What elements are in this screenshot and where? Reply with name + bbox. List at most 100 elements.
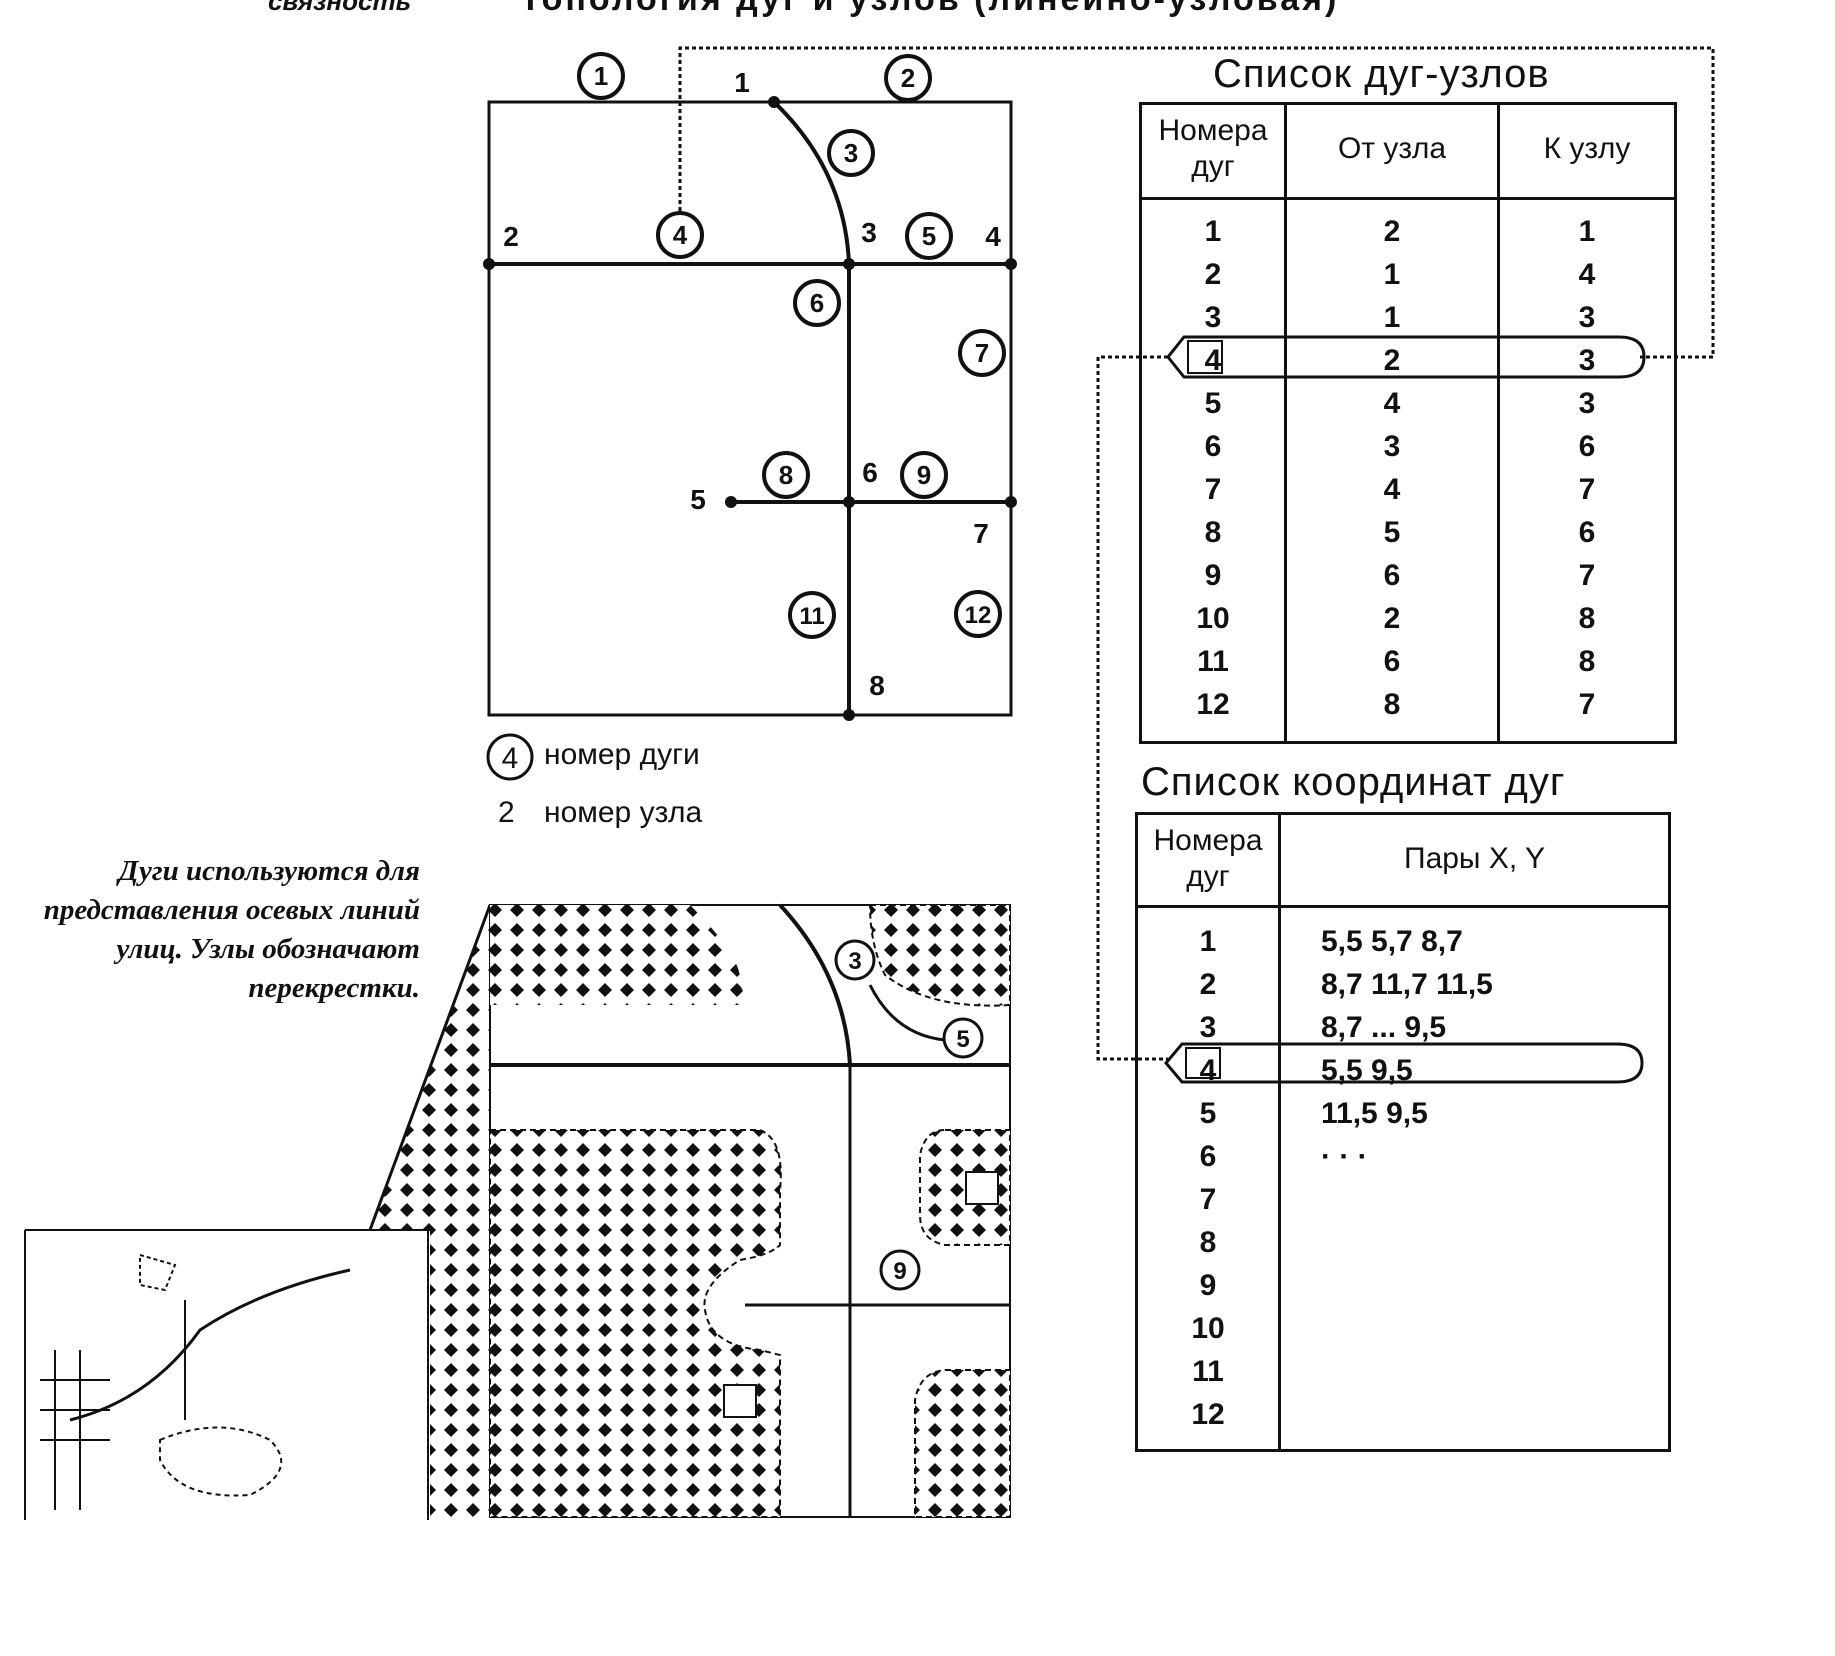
arc-node-header-to: К узлу	[1543, 132, 1631, 165]
to-node-cell: 3	[1578, 301, 1596, 334]
map-arc-label: 5	[956, 1026, 969, 1053]
arc-label: 8	[779, 460, 793, 490]
to-node-cell: 6	[1578, 430, 1596, 463]
to-node-cell: 3	[1578, 344, 1596, 377]
legend-node-symbol: 2	[498, 796, 515, 829]
arc-coord-list-title: Список координат дуг	[1141, 760, 1566, 804]
topology-diagram: 1 2 3 4 5 6 7 8 9 11 12 1 2 3 4 5 6 7 8	[483, 52, 1017, 721]
node-label: 5	[690, 484, 706, 515]
arc-label: 12	[965, 602, 992, 629]
arc-label: 11	[799, 603, 824, 630]
node-label: 3	[861, 217, 877, 248]
arc-number-cell: 12	[1191, 1398, 1225, 1431]
arc-node-header-from: От узла	[1337, 132, 1447, 165]
arc-label: 2	[901, 63, 915, 93]
to-node-cell: 1	[1578, 215, 1596, 248]
node-label: 1	[734, 67, 750, 98]
arc-number-cell: 10	[1196, 602, 1230, 635]
arc-number-cell: 10	[1191, 1312, 1225, 1345]
arc-number-cell: 3	[1204, 301, 1222, 334]
from-node-cell: 1	[1383, 301, 1401, 334]
to-node-cell: 7	[1578, 473, 1596, 506]
xy-pairs-cell: 8,7 ... 9,5	[1321, 1011, 1447, 1044]
from-node-cell: 2	[1383, 344, 1401, 377]
arc-symbol-icon: 4	[486, 733, 534, 781]
arc-number-cell: 6	[1204, 430, 1222, 463]
arc-label: 9	[917, 460, 931, 490]
caption-line: Дуги используются для	[118, 855, 420, 887]
arc-node-header-arc: Номера дуг	[1158, 114, 1268, 183]
node-label: 8	[869, 670, 885, 701]
to-node-cell: 8	[1578, 602, 1596, 635]
arc-label: 7	[975, 338, 989, 368]
caption-line: перекрестки.	[248, 972, 420, 1004]
to-node-cell: 8	[1578, 645, 1596, 678]
from-node-cell: 2	[1383, 602, 1401, 635]
arc-number-cell: 7	[1199, 1183, 1217, 1216]
from-node-cell: 8	[1383, 688, 1401, 721]
arc-number-cell: 2	[1199, 968, 1217, 1001]
from-node-cell: 3	[1383, 430, 1401, 463]
xy-pairs-cell: 11,5 9,5	[1321, 1097, 1428, 1130]
arc-number-cell: 1	[1199, 925, 1217, 958]
arc-label: 6	[810, 288, 824, 318]
arc-number-cell: 2	[1204, 258, 1222, 291]
from-node-cell: 4	[1383, 387, 1401, 420]
xy-pairs-cell: 8,7 11,7 11,5	[1321, 968, 1493, 1001]
map-arc-label: 9	[893, 1258, 906, 1285]
from-node-cell: 1	[1383, 258, 1401, 291]
node-label: 7	[973, 518, 989, 549]
legend-node-text: номер узла	[544, 796, 703, 829]
from-node-cell: 5	[1383, 516, 1401, 549]
arc-number-cell: 8	[1204, 516, 1222, 549]
arc-coord-table: Номера дуг Пары X, Y 1 5,5 5,7 8,7 2 8,7 11…	[1135, 812, 1671, 1452]
to-node-cell: 7	[1578, 559, 1596, 592]
to-node-cell: 4	[1578, 258, 1596, 291]
node-label: 4	[985, 221, 1001, 252]
arc-number-cell: 9	[1204, 559, 1222, 592]
node-label: 6	[862, 457, 878, 488]
xy-pairs-cell: 5,5 5,7 8,7	[1321, 925, 1463, 958]
arc-label: 4	[673, 220, 688, 250]
from-node-cell: 2	[1383, 215, 1401, 248]
from-node-cell: 4	[1383, 473, 1401, 506]
arc-number-cell: 11	[1192, 1355, 1224, 1388]
arc-number-cell: 7	[1204, 473, 1222, 506]
arc-coord-header-arc: Номера дуг	[1153, 824, 1263, 893]
to-node-cell: 3	[1578, 387, 1596, 420]
caption-line: представления осевых линий	[43, 894, 420, 926]
arc-number-cell: 9	[1199, 1269, 1217, 1302]
caption-line: улиц. Узлы обозначают	[116, 933, 420, 965]
svg-text:4: 4	[502, 742, 519, 775]
to-node-cell: 6	[1578, 516, 1596, 549]
arc-coord-highlight	[1164, 1042, 1644, 1084]
arc-number-cell: 3	[1199, 1011, 1217, 1044]
node-label: 2	[503, 221, 519, 252]
arc-node-list-title: Список дуг-узлов	[1213, 52, 1550, 96]
arc-number-cell: 12	[1196, 688, 1230, 721]
arc-coord-header-pairs: Пары X, Y	[1404, 842, 1545, 875]
caption: Дуги используются для представления осев…	[44, 852, 420, 1008]
legend-arc-text: номер дуги	[544, 738, 700, 771]
from-node-cell: 6	[1383, 645, 1401, 678]
arc-number-cell: 6	[1199, 1140, 1217, 1173]
map-illustration: 3 5 9	[24, 903, 1011, 1530]
map-arc-label: 3	[848, 948, 861, 975]
header-left-label: связность	[268, 0, 411, 16]
arc-node-highlight	[1166, 335, 1646, 379]
arc-number-cell: 4	[1204, 344, 1222, 377]
arc-number-cell: 8	[1199, 1226, 1217, 1259]
arc-label: 3	[844, 138, 858, 168]
xy-pairs-cell: · · ·	[1321, 1140, 1368, 1173]
page-title: Топология дуг и узлов (линейно-узловая)	[520, 0, 1339, 19]
arc-number-cell: 11	[1197, 645, 1229, 678]
arc-label: 5	[922, 221, 936, 251]
from-node-cell: 6	[1383, 559, 1401, 592]
arc-number-cell: 5	[1204, 387, 1222, 420]
arc-label: 1	[594, 61, 608, 91]
to-node-cell: 7	[1578, 688, 1596, 721]
arc-number-cell: 1	[1204, 215, 1222, 248]
arc-number-cell: 5	[1199, 1097, 1217, 1130]
